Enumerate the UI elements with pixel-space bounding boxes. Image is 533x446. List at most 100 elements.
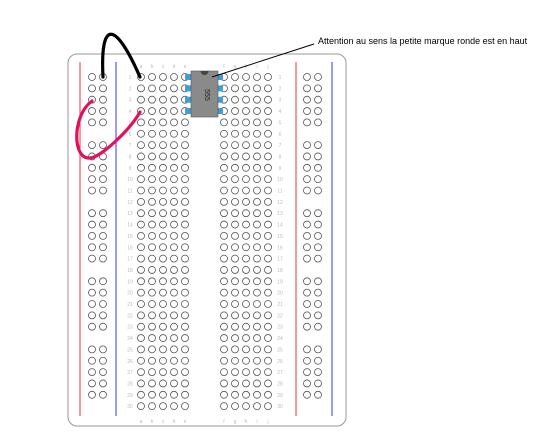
hole <box>220 141 228 150</box>
row-number: 22 <box>277 313 283 319</box>
hole <box>314 277 322 286</box>
hole <box>253 84 261 93</box>
hole <box>148 390 156 399</box>
red-wire-left <box>75 99 94 160</box>
hole <box>220 322 228 331</box>
hole <box>314 73 322 81</box>
hole <box>231 379 239 388</box>
hole <box>99 95 107 104</box>
hole <box>137 254 145 263</box>
hole <box>220 254 228 263</box>
hole <box>231 243 239 252</box>
column-label: c <box>162 64 165 70</box>
hole <box>170 231 178 240</box>
hole <box>181 311 189 320</box>
hole <box>88 73 96 81</box>
hole <box>159 277 167 286</box>
hole <box>159 379 167 388</box>
hole <box>159 141 167 150</box>
hole <box>220 368 228 377</box>
hole <box>231 277 239 286</box>
hole <box>242 220 250 229</box>
hole <box>170 402 178 411</box>
hole <box>88 118 96 127</box>
hole <box>137 186 145 195</box>
hole <box>264 379 272 388</box>
hole <box>99 243 107 252</box>
hole <box>264 356 272 365</box>
row-number: 2 <box>129 86 132 92</box>
hole <box>88 254 96 263</box>
hole <box>314 356 322 365</box>
row-number: 2 <box>279 86 282 92</box>
hole <box>148 254 156 263</box>
hole <box>242 266 250 274</box>
hole <box>88 345 96 354</box>
hole <box>220 129 228 138</box>
hole <box>303 288 311 297</box>
hole <box>99 254 107 263</box>
hole <box>231 266 239 274</box>
hole <box>181 334 189 342</box>
hole <box>242 95 250 104</box>
red-wire-right <box>88 110 142 160</box>
hole <box>314 175 322 184</box>
hole <box>303 107 311 115</box>
row-number: 26 <box>277 359 283 365</box>
hole <box>242 288 250 297</box>
hole <box>170 277 178 286</box>
hole <box>253 231 261 240</box>
hole <box>137 84 145 93</box>
row-number: 28 <box>277 381 283 387</box>
hole <box>170 334 178 342</box>
hole <box>220 345 228 354</box>
hole <box>170 288 178 297</box>
hole <box>242 84 250 93</box>
column-label: a <box>140 419 143 425</box>
row-number: 10 <box>277 177 283 183</box>
hole <box>231 334 239 342</box>
hole <box>181 402 189 411</box>
hole <box>242 129 250 138</box>
hole <box>137 300 145 308</box>
hole <box>242 152 250 161</box>
ic-555-chip: 555 <box>185 70 223 118</box>
hole <box>88 163 96 172</box>
hole <box>159 231 167 240</box>
hole <box>99 322 107 331</box>
hole <box>253 379 261 388</box>
hole <box>314 390 322 399</box>
hole <box>170 175 178 184</box>
hole <box>314 288 322 297</box>
hole <box>88 322 96 331</box>
jumper-wires <box>75 32 142 160</box>
hole <box>314 254 322 263</box>
hole <box>170 243 178 252</box>
hole <box>303 243 311 252</box>
hole <box>220 197 228 206</box>
column-label: e <box>184 419 187 425</box>
hole <box>148 379 156 388</box>
hole <box>253 345 261 354</box>
row-number: 14 <box>277 223 283 229</box>
hole <box>148 118 156 127</box>
hole <box>242 322 250 331</box>
hole <box>99 175 107 184</box>
hole <box>170 356 178 365</box>
hole <box>231 129 239 138</box>
hole <box>303 300 311 308</box>
hole <box>88 356 96 365</box>
hole <box>99 300 107 308</box>
hole <box>170 152 178 161</box>
hole <box>148 288 156 297</box>
hole <box>170 311 178 320</box>
hole <box>220 209 228 218</box>
hole <box>253 266 261 274</box>
hole <box>137 390 145 399</box>
row-number: 23 <box>277 325 283 331</box>
hole <box>264 277 272 286</box>
hole <box>253 368 261 377</box>
row-number: 9 <box>279 166 282 172</box>
hole <box>264 322 272 331</box>
hole <box>253 197 261 206</box>
